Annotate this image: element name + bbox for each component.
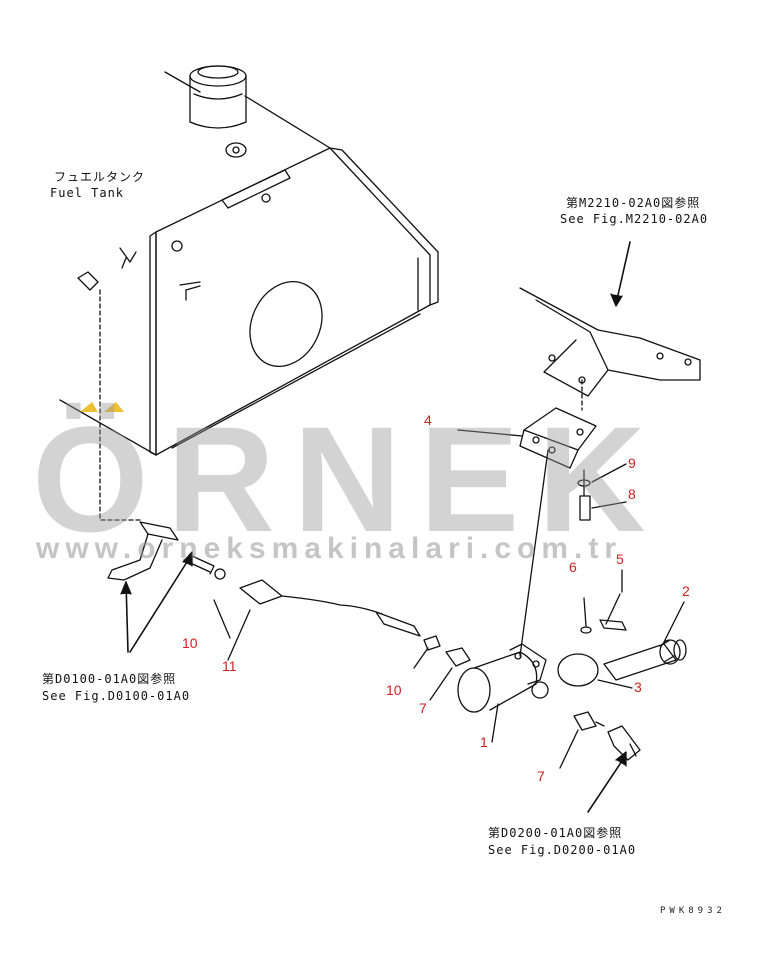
part-number-10b: 10 <box>386 682 402 698</box>
left-bracket <box>107 521 226 581</box>
leader-8 <box>591 501 627 509</box>
part-number-5: 5 <box>616 551 624 567</box>
ref-d0200-en: See Fig.D0200-01A0 <box>488 843 637 857</box>
frame-member <box>519 241 701 411</box>
tank-clip-part <box>119 247 137 269</box>
part-number-11: 11 <box>222 658 237 674</box>
bolt-5 <box>599 593 627 631</box>
ref-d0100-jp: 第D0100-01A0図参照 <box>42 672 177 686</box>
arrows-d0100 <box>120 551 193 653</box>
tank-nut-part <box>77 271 99 291</box>
fitting-7-left <box>445 647 471 667</box>
fuel-tank-label-en: Fuel Tank <box>50 186 125 200</box>
part-2-fitting <box>603 601 687 681</box>
washer-6 <box>580 626 592 634</box>
leader-10b <box>413 647 429 669</box>
leader-6 <box>583 597 587 627</box>
cylinder-1 <box>457 643 549 743</box>
part-number-7a: 7 <box>419 700 427 716</box>
part-number-3: 3 <box>634 679 642 695</box>
part-number-8: 8 <box>628 486 636 502</box>
bracket-4 <box>457 407 597 657</box>
dash-leader-tank <box>99 289 143 521</box>
cable-11 <box>227 579 421 661</box>
part-number-2: 2 <box>682 583 690 599</box>
ref-m2210-jp: 第M2210-02A0図参照 <box>566 196 701 210</box>
watermark-url: www.orneksmakinalari.com.tr <box>36 532 623 565</box>
fitting-7-right <box>559 711 605 769</box>
part-number-9: 9 <box>628 455 636 471</box>
part-3-disc <box>557 653 599 687</box>
fuel-tank <box>59 71 439 456</box>
fuel-tank-label-jp: フュエルタンク <box>54 170 146 184</box>
leader-7a <box>429 667 453 701</box>
leader-3 <box>597 679 633 689</box>
part-number-7b: 7 <box>537 768 545 784</box>
watermark-accent <box>80 402 124 412</box>
part-number-4: 4 <box>424 412 432 428</box>
watermark-brand: ÖRNEK <box>32 395 664 563</box>
part-number-6: 6 <box>569 559 577 575</box>
part-number-10a: 10 <box>182 635 198 651</box>
leader-9 <box>591 463 627 483</box>
drawing-code: PWK8932 <box>660 906 726 916</box>
bolt-8 <box>579 469 591 521</box>
ref-d0200-jp: 第D0200-01A0図参照 <box>488 826 623 840</box>
filler-neck <box>189 65 247 129</box>
ref-m2210-en: See Fig.M2210-02A0 <box>560 212 709 226</box>
leader-10a <box>213 599 231 639</box>
part-number-1: 1 <box>480 734 488 750</box>
ref-d0100-en: See Fig.D0100-01A0 <box>42 689 191 703</box>
clamp-10-right <box>423 635 441 651</box>
hose-end <box>587 725 641 813</box>
